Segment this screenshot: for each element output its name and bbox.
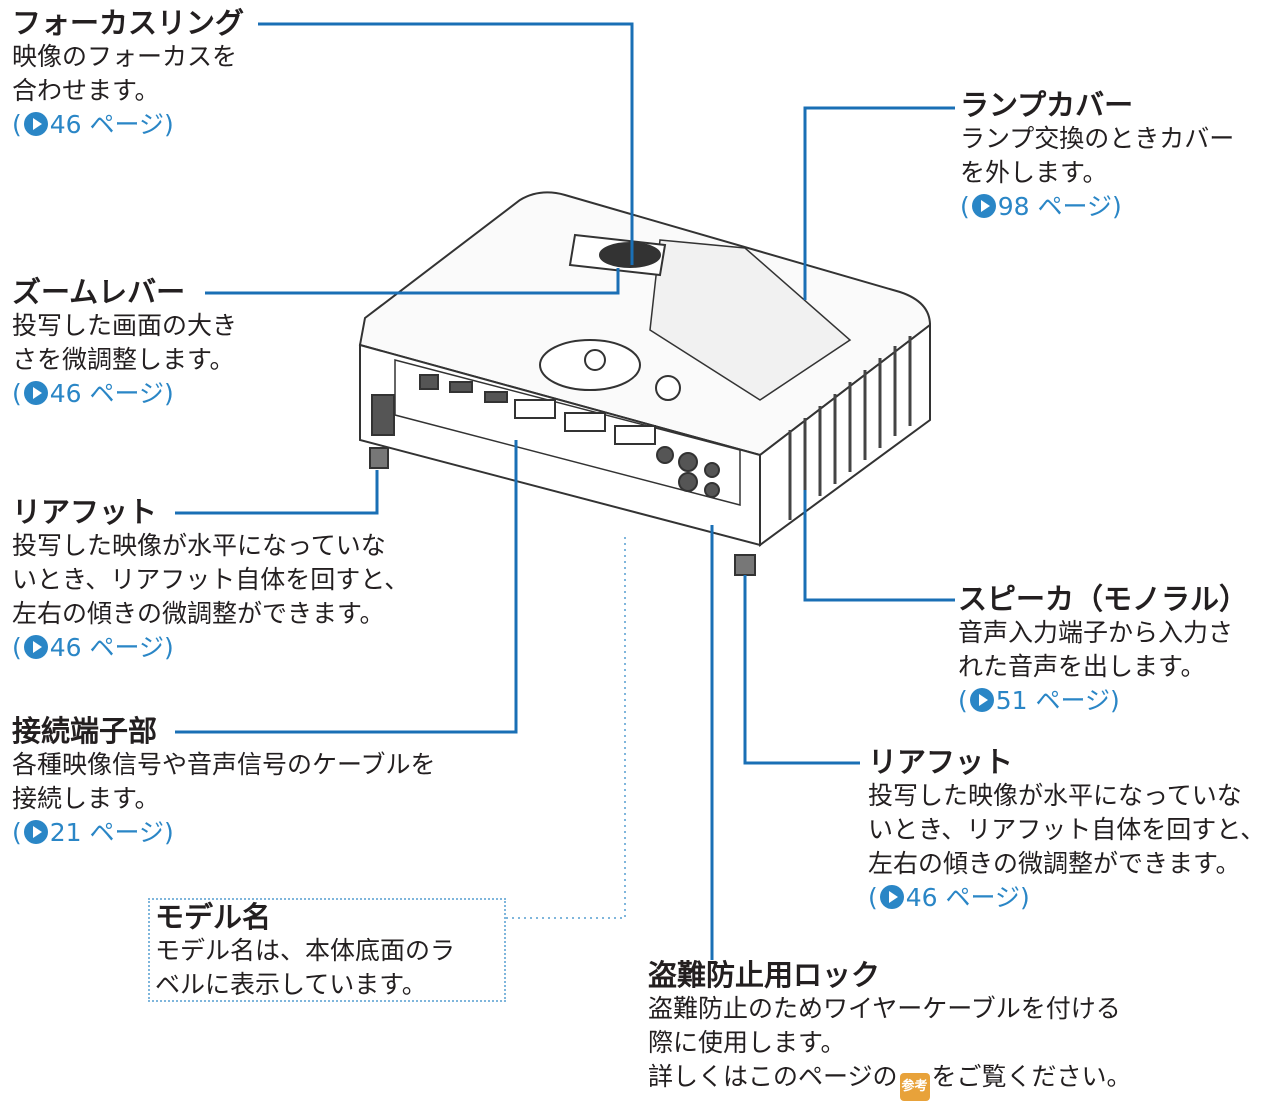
theft-lock-desc-3: 詳しくはこのページの参考をご覧ください。 bbox=[648, 1060, 1132, 1101]
ref-suffix: ページ) bbox=[81, 110, 174, 139]
model-name-box bbox=[148, 898, 506, 1002]
ref-suffix: ページ) bbox=[1027, 686, 1120, 715]
rear-foot-left-desc-2: いとき、リアフット自体を回すと、 bbox=[12, 565, 410, 594]
page-link-icon bbox=[969, 688, 994, 712]
reference-note-icon[interactable]: 参考 bbox=[899, 1073, 930, 1101]
theft-lock-last-pre: 詳しくはこのページの bbox=[648, 1062, 898, 1091]
lamp-cover-desc-1: ランプ交換のときカバー bbox=[960, 124, 1235, 153]
rear-foot-right-desc-3: 左右の傾きの微調整ができます。 bbox=[868, 849, 1241, 878]
ref-open: ( bbox=[960, 192, 970, 221]
callout-lamp-cover: ランプカバー ランプ交換のときカバー を外します。 (98 ページ) bbox=[960, 88, 1234, 224]
ref-page: 46 bbox=[49, 379, 82, 408]
projector-illustration bbox=[358, 191, 932, 576]
speaker-page-ref[interactable]: (51 ページ) bbox=[958, 684, 1248, 718]
ref-suffix: ページ) bbox=[81, 633, 174, 662]
terminals-desc-2: 接続します。 bbox=[12, 784, 160, 813]
callout-model-name: モデル名 モデル名は、本体底面のラ ベルに表示しています。 bbox=[155, 900, 455, 1002]
callout-theft-lock: 盗難防止用ロック 盗難防止のためワイヤーケーブルを付ける 際に使用します。 詳し… bbox=[648, 958, 1132, 1101]
ref-suffix: ページ) bbox=[81, 818, 174, 847]
page-link-icon bbox=[23, 635, 48, 659]
callout-rear-foot-right: リアフット 投写した映像が水平になっていな いとき、リアフット自体を回すと、 左… bbox=[868, 745, 1265, 915]
zoom-lever-desc-1: 投写した画面の大き bbox=[12, 311, 238, 340]
terminals-page-ref[interactable]: (21 ページ) bbox=[12, 816, 436, 850]
theft-lock-desc-2: 際に使用します。 bbox=[648, 1028, 846, 1057]
focus-ring-title: フォーカスリング bbox=[12, 6, 245, 40]
ref-suffix: ページ) bbox=[937, 883, 1030, 912]
ref-page: 46 bbox=[49, 110, 82, 139]
ref-suffix: ページ) bbox=[1029, 192, 1122, 221]
ref-open: ( bbox=[12, 110, 22, 139]
page-link-icon bbox=[23, 820, 48, 844]
rear-foot-right-desc-1: 投写した映像が水平になっていな bbox=[868, 781, 1242, 810]
rear-foot-right-title: リアフット bbox=[868, 745, 1014, 779]
ref-open: ( bbox=[12, 818, 22, 847]
focus-ring-page-ref[interactable]: (46 ページ) bbox=[12, 108, 244, 142]
lamp-cover-title: ランプカバー bbox=[960, 88, 1134, 122]
focus-ring-desc-1: 映像のフォーカスを bbox=[12, 42, 238, 71]
terminals-title: 接続端子部 bbox=[12, 714, 158, 748]
callout-terminals: 接続端子部 各種映像信号や音声信号のケーブルを 接続します。 (21 ページ) bbox=[12, 714, 436, 850]
ref-open: ( bbox=[958, 686, 968, 715]
theft-lock-title: 盗難防止用ロック bbox=[648, 958, 881, 992]
callout-rear-foot-left: リアフット 投写した映像が水平になっていな いとき、リアフット自体を回すと、 左… bbox=[12, 495, 409, 665]
model-name-desc-2: ベルに表示しています。 bbox=[155, 970, 427, 999]
page-link-icon bbox=[971, 194, 996, 218]
zoom-lever-desc-2: さを微調整します。 bbox=[12, 345, 235, 374]
ref-page: 46 bbox=[905, 883, 938, 912]
speaker-desc-1: 音声入力端子から入力さ bbox=[958, 618, 1234, 647]
callout-focus-ring: フォーカスリング 映像のフォーカスを 合わせます。 (46 ページ) bbox=[12, 6, 244, 142]
ref-suffix: ページ) bbox=[81, 379, 174, 408]
rear-foot-left-desc-1: 投写した映像が水平になっていな bbox=[12, 531, 386, 560]
ref-open: ( bbox=[868, 883, 878, 912]
zoom-lever-title: ズームレバー bbox=[12, 275, 186, 309]
focus-ring-desc-2: 合わせます。 bbox=[12, 76, 160, 105]
page-link-icon bbox=[23, 381, 48, 405]
rear-foot-left-title: リアフット bbox=[12, 495, 158, 529]
rear-foot-left-page-ref[interactable]: (46 ページ) bbox=[12, 631, 409, 665]
rear-foot-right-desc-2: いとき、リアフット自体を回すと、 bbox=[868, 815, 1266, 844]
ref-page: 21 bbox=[49, 818, 82, 847]
callout-zoom-lever: ズームレバー 投写した画面の大き さを微調整します。 (46 ページ) bbox=[12, 275, 237, 411]
ref-page: 46 bbox=[49, 633, 82, 662]
ref-page: 51 bbox=[995, 686, 1028, 715]
speaker-desc-2: れた音声を出します。 bbox=[958, 652, 1206, 681]
ref-open: ( bbox=[12, 379, 22, 408]
page-link-icon bbox=[879, 885, 904, 909]
model-name-desc-1: モデル名は、本体底面のラ bbox=[155, 936, 456, 965]
zoom-lever-page-ref[interactable]: (46 ページ) bbox=[12, 377, 237, 411]
leader-lines bbox=[175, 22, 955, 960]
speaker-title: スピーカ（モノラル） bbox=[958, 582, 1249, 616]
rear-foot-left-desc-3: 左右の傾きの微調整ができます。 bbox=[12, 599, 385, 628]
lamp-cover-page-ref[interactable]: (98 ページ) bbox=[960, 190, 1234, 224]
model-name-leader bbox=[506, 535, 626, 919]
ref-open: ( bbox=[12, 633, 22, 662]
callout-speaker: スピーカ（モノラル） 音声入力端子から入力さ れた音声を出します。 (51 ペー… bbox=[958, 582, 1248, 718]
theft-lock-desc-1: 盗難防止のためワイヤーケーブルを付ける bbox=[648, 994, 1121, 1023]
page-link-icon bbox=[23, 112, 48, 136]
terminals-desc-1: 各種映像信号や音声信号のケーブルを bbox=[12, 750, 436, 779]
model-name-title: モデル名 bbox=[155, 900, 272, 934]
theft-lock-last-post: をご覧ください。 bbox=[931, 1062, 1132, 1091]
lamp-cover-desc-2: を外します。 bbox=[960, 158, 1108, 187]
ref-page: 98 bbox=[997, 192, 1030, 221]
rear-foot-right-page-ref[interactable]: (46 ページ) bbox=[868, 881, 1265, 915]
